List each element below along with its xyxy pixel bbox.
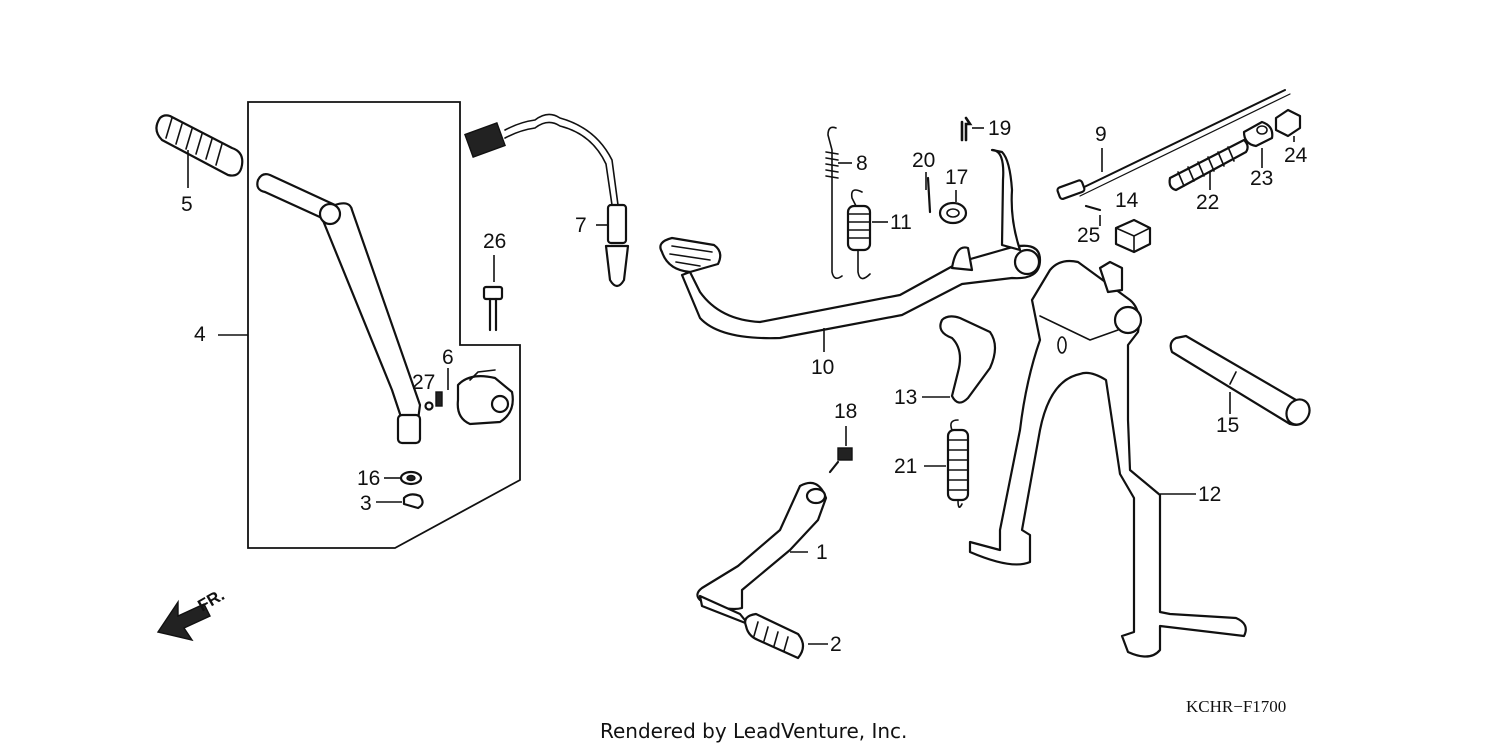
diagram-code: KCHR−F1700 [1186,697,1286,716]
callout-16: 16 [357,467,380,490]
callout-26: 26 [483,230,506,253]
callout-11: 11 [890,211,912,234]
main-stand[interactable] [968,259,1247,658]
callout-22: 22 [1196,191,1219,214]
kick-starter-arm[interactable] [256,173,422,445]
pin-bolt[interactable] [1084,204,1102,226]
kick-washer[interactable] [384,470,423,486]
callout-4: 4 [194,323,206,346]
callout-7: 7 [575,214,587,237]
callout-8: 8 [856,152,868,175]
main-stand-spring[interactable] [924,419,970,508]
flange-bolt[interactable] [482,255,504,332]
callout-labels: 1 2 3 4 5 6 7 8 9 10 11 12 13 14 15 16 1… [181,117,1308,656]
credit-text: Rendered by LeadVenture, Inc. [600,719,907,743]
kick-starter-assembly-bracket [218,101,521,549]
kick-starter-pinch-bolt[interactable] [435,368,449,407]
brake-arm-joint[interactable] [1242,120,1274,168]
stopper-bolt[interactable] [828,426,853,474]
nut[interactable] [1114,218,1152,254]
collar[interactable] [938,190,968,225]
callout-25: 25 [1077,224,1100,247]
callout-23: 23 [1250,167,1273,190]
stand-pivot-shaft[interactable] [1169,334,1314,429]
brake-pedal[interactable] [659,148,1042,352]
brake-rod[interactable] [1056,89,1291,200]
callout-21: 21 [894,455,917,478]
callout-10: 10 [811,356,834,379]
kick-starter-pedal-arm[interactable] [696,481,828,626]
kick-grip-rubber[interactable] [155,114,244,188]
callout-19: 19 [988,117,1011,140]
callout-24: 24 [1284,144,1308,167]
brake-rod-spring[interactable] [1168,138,1249,192]
brake-adjusting-nut[interactable] [1274,108,1302,142]
callout-13: 13 [894,386,917,409]
callout-9: 9 [1095,123,1107,146]
side-stand-switch[interactable] [464,113,630,288]
callout-1: 1 [816,541,828,564]
callout-5: 5 [181,193,193,216]
circlip[interactable] [376,493,424,510]
brake-pedal-spring[interactable] [825,126,852,280]
callout-15: 15 [1216,414,1239,437]
callout-20: 20 [912,149,935,172]
callout-6: 6 [442,346,454,369]
stand-stopper-plate[interactable] [922,315,997,404]
callout-27: 27 [412,371,435,394]
front-direction-arrow: FR. [156,585,228,642]
brake-pin[interactable] [925,172,932,214]
callout-14: 14 [1115,189,1139,212]
callout-18: 18 [834,400,857,423]
kick-starter-pin[interactable] [424,401,434,411]
callout-3: 3 [360,492,372,515]
kick-pedal-rubber[interactable] [744,612,828,660]
callout-12: 12 [1198,483,1221,506]
callout-17: 17 [945,166,968,189]
callout-2: 2 [830,633,842,656]
kick-pivot-boss[interactable] [456,369,514,426]
cotter-pin[interactable] [960,116,984,142]
side-stand-spring[interactable] [846,189,888,280]
